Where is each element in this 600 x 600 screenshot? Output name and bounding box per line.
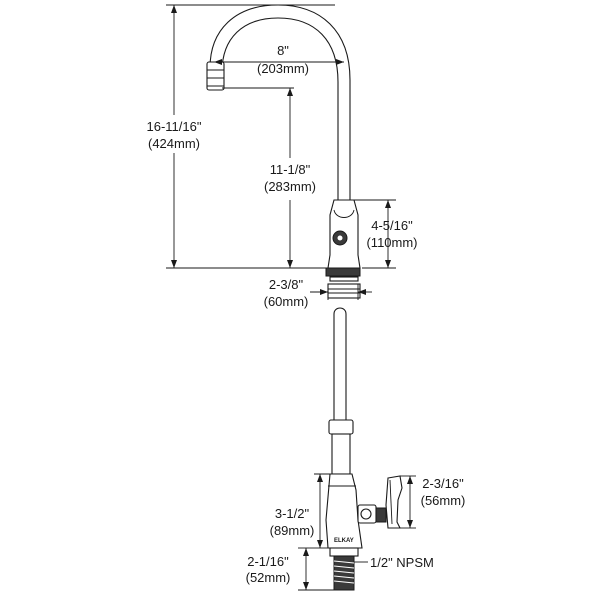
valve-height-metric: (89mm) <box>270 523 315 538</box>
overall-height-metric: (424mm) <box>148 136 200 151</box>
supply-tube <box>333 307 347 421</box>
shank-diameter-imperial: 2-3/8" <box>269 277 304 292</box>
lever-handle <box>385 475 403 529</box>
inlet-thread-label: 1/2" NPSM <box>370 555 434 570</box>
shank-diameter-metric: (60mm) <box>264 294 309 309</box>
brand-mark: ELKAY <box>334 538 354 544</box>
handle-height-metric: (56mm) <box>421 493 466 508</box>
handle-height-imperial: 2-3/16" <box>422 476 464 491</box>
spout-reach-imperial: 8" <box>277 43 289 58</box>
dimension-labels: 8" (203mm) 16-11/16" (424mm) 11-1/8" (28… <box>147 43 466 585</box>
faucet-outline: ELKAY <box>206 4 403 591</box>
spout-reach-metric: (203mm) <box>257 61 309 76</box>
tube-coupling <box>328 419 354 435</box>
mounting-nut-upper <box>325 267 361 277</box>
overall-height-imperial: 16-11/16" <box>147 119 202 134</box>
base-height-imperial: 4-5/16" <box>371 218 413 233</box>
mounting-nut-lower <box>329 276 359 282</box>
inlet-height-imperial: 2-1/16" <box>247 554 289 569</box>
valve-height-imperial: 3-1/2" <box>275 506 310 521</box>
inlet-height-metric: (52mm) <box>246 570 291 585</box>
spout-height-metric: (283mm) <box>264 179 316 194</box>
valve-body <box>325 473 363 549</box>
spout-height-imperial: 11-1/8" <box>270 162 311 177</box>
base-height-metric: (110mm) <box>366 235 417 250</box>
dimension-lines <box>166 4 416 591</box>
mounting-nut-bottom <box>327 283 361 299</box>
